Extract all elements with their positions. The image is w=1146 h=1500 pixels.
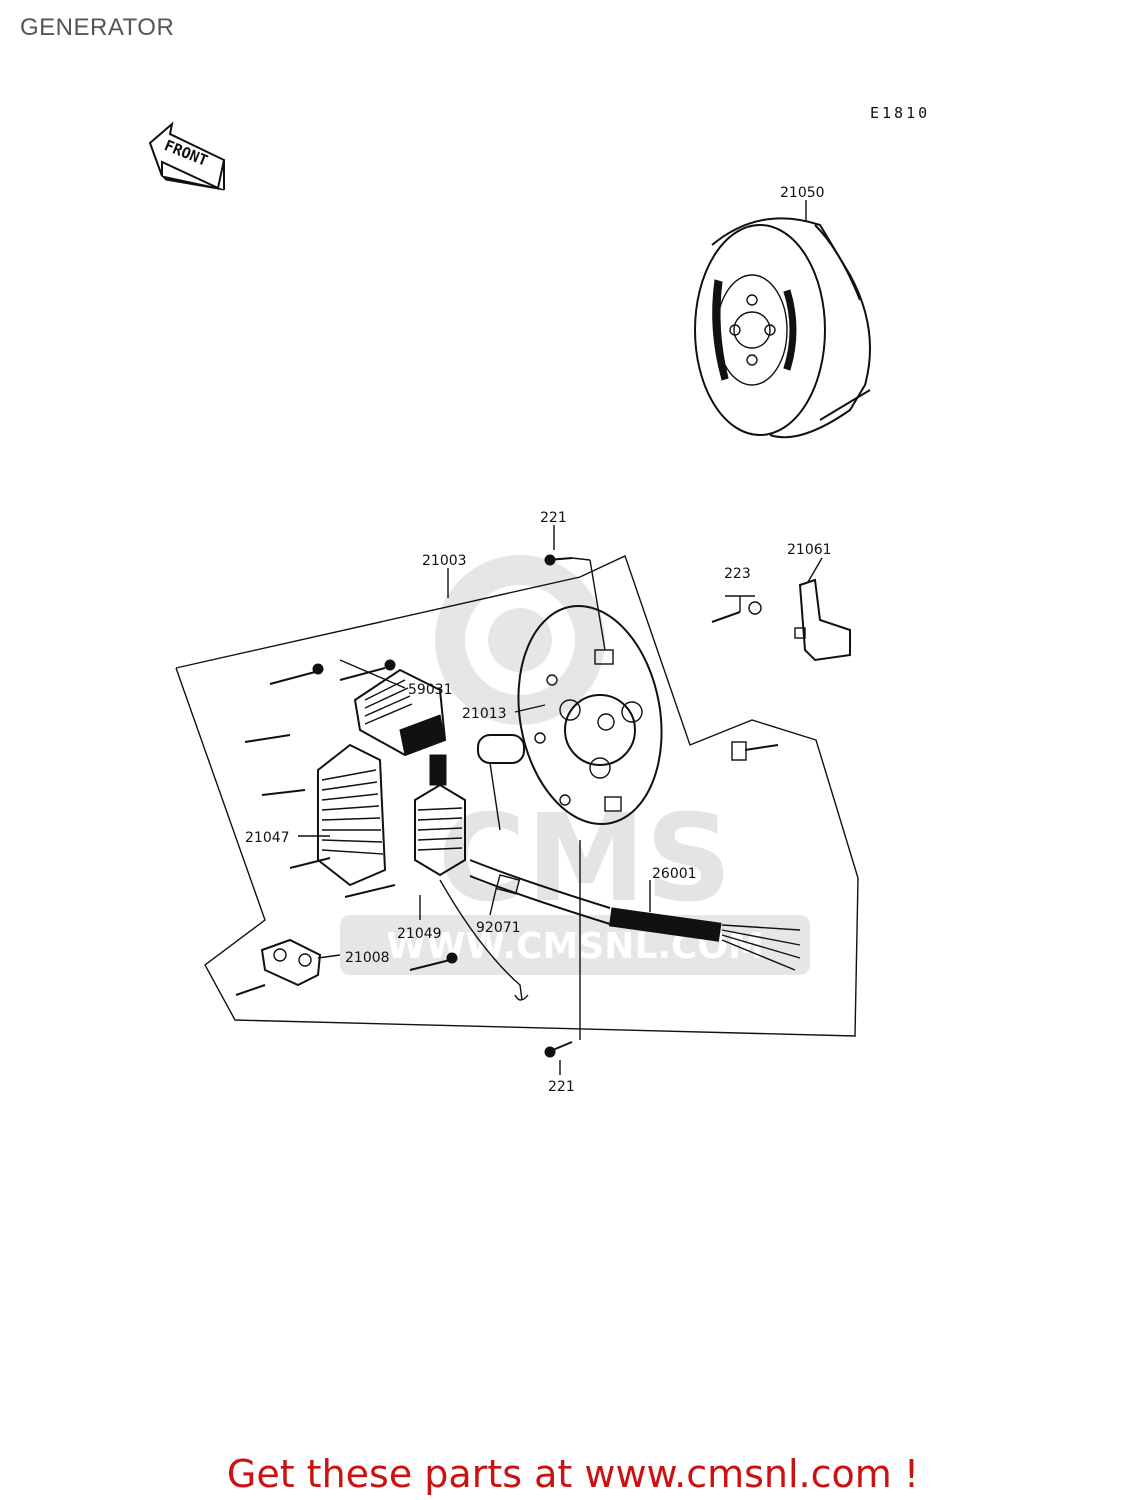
front-arrow-icon: FRONT (148, 121, 226, 191)
part-label-59031[interactable]: 59031 (408, 682, 453, 698)
screw-icon (409, 952, 458, 971)
screw-icon (269, 663, 324, 685)
screw-icon (339, 659, 396, 681)
wire-harness-drawing (439, 859, 801, 1001)
cta-link[interactable]: Get these parts at www.cmsnl.com ! (226, 1452, 920, 1496)
screw-icon (235, 984, 266, 996)
screw-icon (711, 601, 762, 623)
part-label-26001[interactable]: 26001 (652, 866, 697, 882)
part-label-21049[interactable]: 21049 (397, 926, 442, 942)
footer-cta[interactable]: Get these parts at www.cmsnl.com ! (0, 1452, 1146, 1496)
screw-icon (344, 884, 396, 898)
watermark-brand: CMS (438, 790, 732, 929)
stator-plate-drawing (517, 604, 663, 826)
part-label-92071[interactable]: 92071 (476, 920, 521, 936)
screw-icon (261, 789, 306, 796)
part-label-21008[interactable]: 21008 (345, 950, 390, 966)
page-title: GENERATOR (20, 14, 175, 41)
ignition-coil-drawing (414, 754, 466, 877)
assembly-frame (175, 555, 859, 1037)
condenser-drawing (477, 734, 525, 831)
flywheel-drawing (694, 200, 871, 439)
part-label-21061[interactable]: 21061 (787, 542, 832, 558)
part-label-21047[interactable]: 21047 (245, 830, 290, 846)
regulator-drawing (794, 578, 851, 662)
screw-icon (544, 1041, 573, 1058)
part-label-221-top[interactable]: 221 (540, 510, 567, 526)
lighting-coil-drawing (317, 743, 387, 887)
part-label-223[interactable]: 223 (724, 566, 751, 582)
screw-icon (244, 734, 291, 743)
screws (235, 554, 779, 1058)
screw-icon (731, 741, 779, 761)
coil-59031-drawing (353, 668, 447, 757)
screw-icon (289, 857, 331, 869)
part-label-21050[interactable]: 21050 (780, 185, 825, 201)
screw-icon (544, 554, 573, 566)
part-label-21013[interactable]: 21013 (462, 706, 507, 722)
part-label-221-bottom[interactable]: 221 (548, 1079, 575, 1095)
leader-lines (298, 525, 823, 1075)
diagram-code: E1810 (870, 104, 930, 122)
part-label-21003[interactable]: 21003 (422, 553, 467, 569)
contact-breaker-drawing (260, 938, 322, 987)
part-labels: 21050 221 21003 223 21061 59031 21013 21… (245, 185, 832, 1095)
